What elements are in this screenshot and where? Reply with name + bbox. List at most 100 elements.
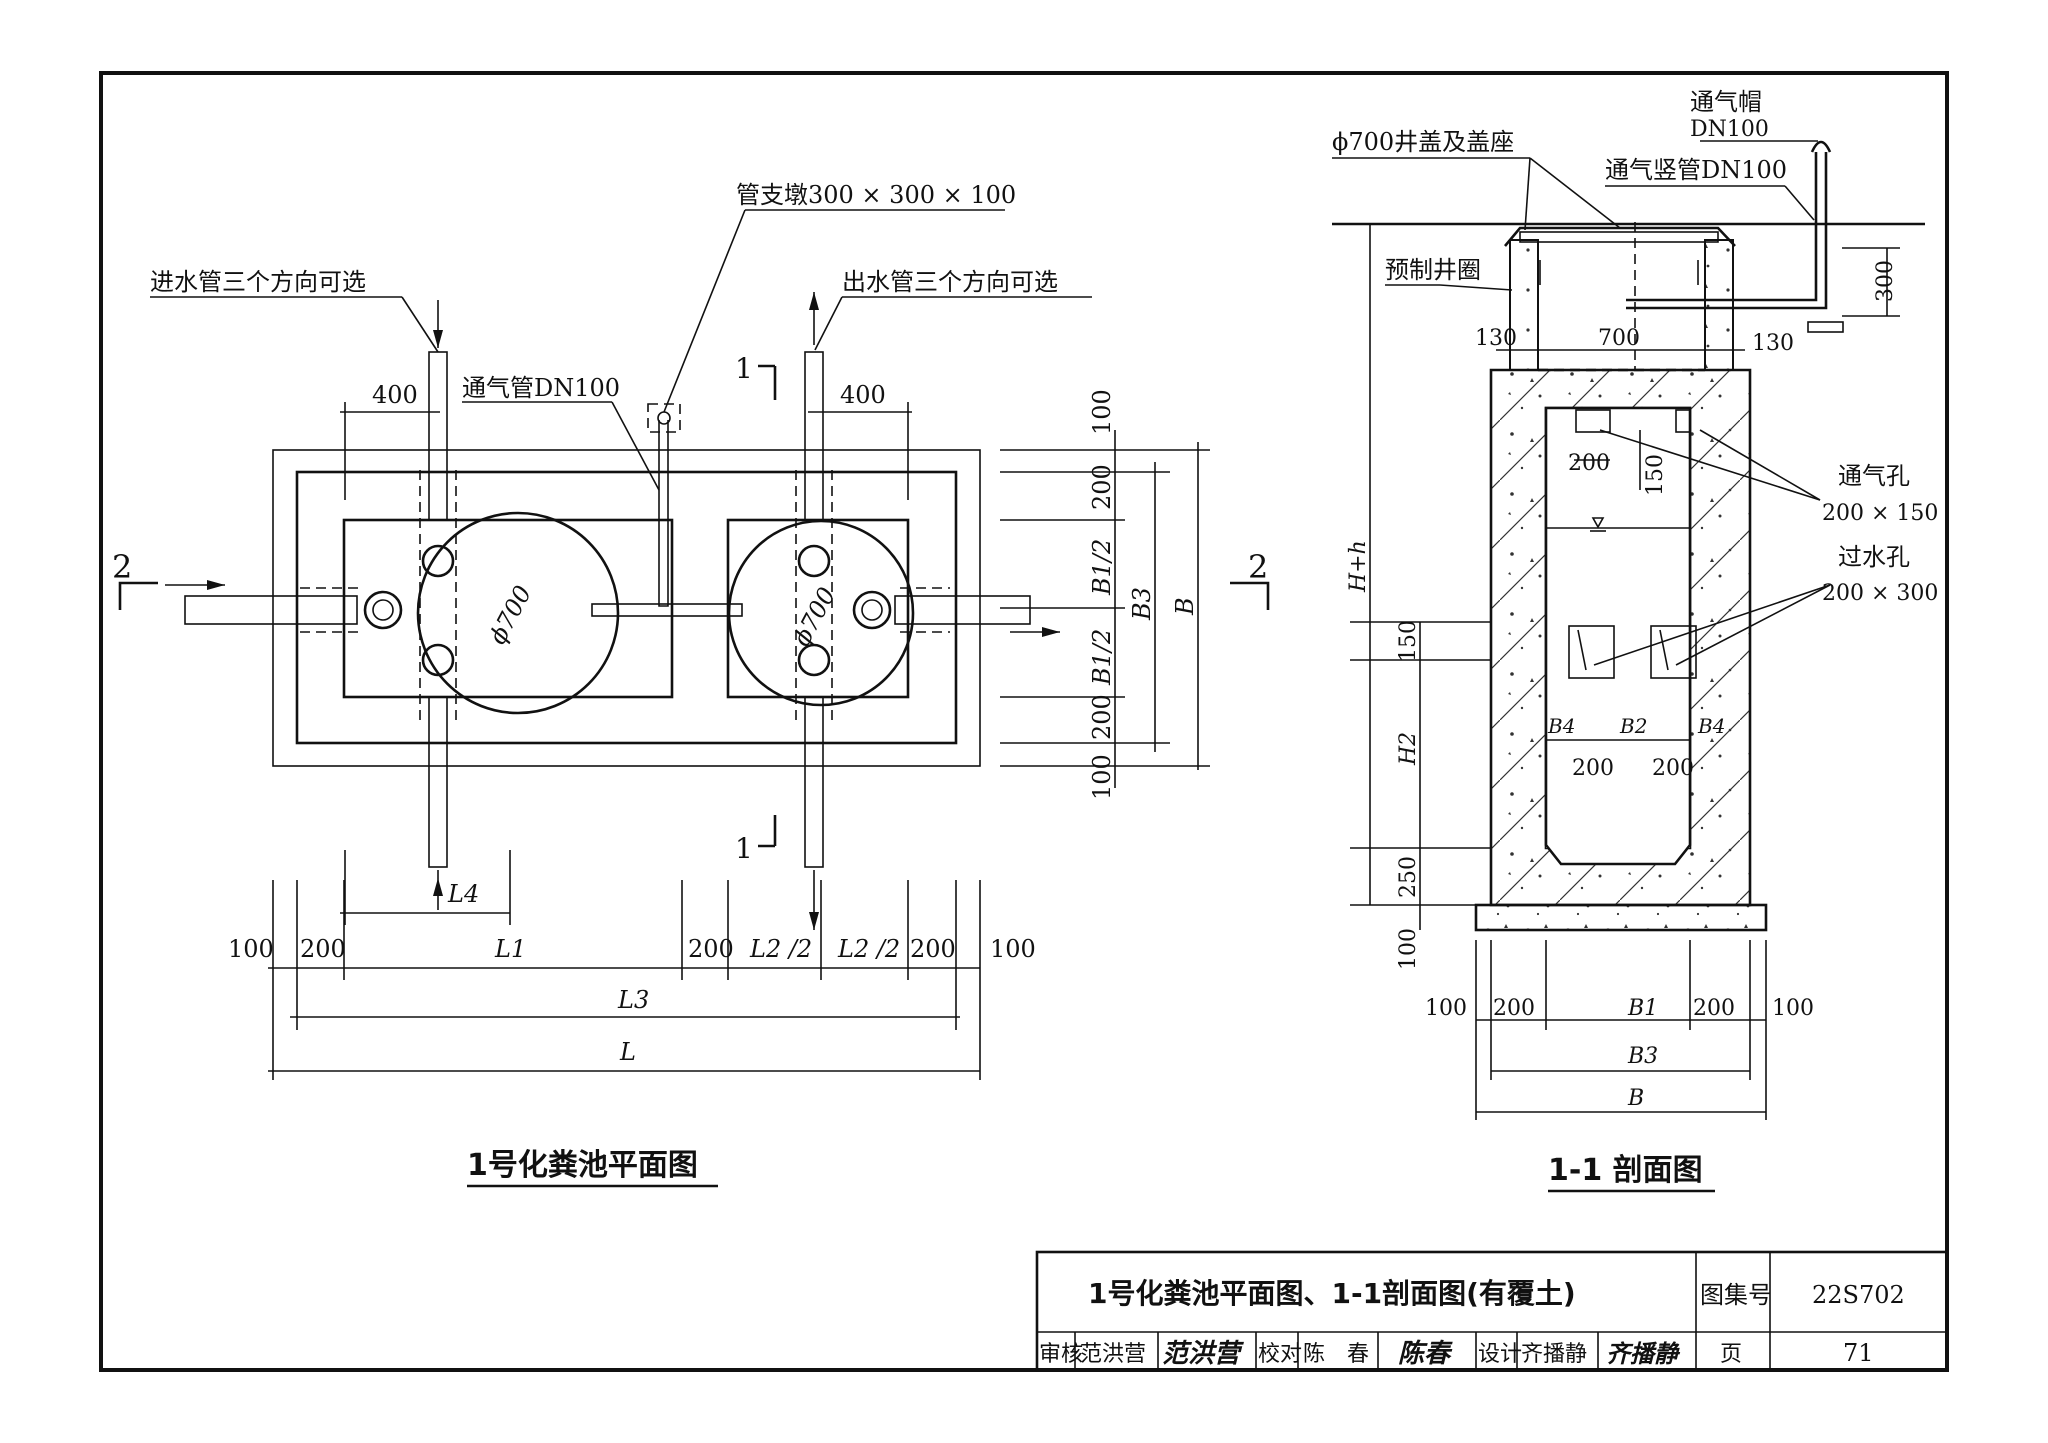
- tank-inner-chamber: [1544, 406, 1692, 866]
- flow-arrows: [165, 292, 1060, 930]
- water-level-icon: [1591, 517, 1605, 529]
- vent-hole-size: 200 × 150: [1822, 501, 1938, 526]
- reviewer-name: 范洪营: [1080, 1342, 1146, 1367]
- vent-hole-right: [1675, 409, 1691, 433]
- dim-l3: L3: [617, 986, 649, 1014]
- bottom-dim-200-mid: 200: [688, 935, 734, 963]
- dim-b2: B2: [1619, 714, 1647, 738]
- ring-wall-right: [1704, 239, 1734, 371]
- tee-bottom-2: [797, 643, 831, 677]
- vent-hole-left: [1575, 409, 1611, 433]
- vent-note: 通气管DN100: [462, 374, 620, 402]
- tee-bottom-1: [421, 643, 455, 677]
- right-dim-100-bottom: 100: [1088, 754, 1116, 800]
- right-dim-b1-half-bottom: B1/2: [1088, 629, 1116, 686]
- bottom-dim-100-left: 100: [228, 935, 274, 963]
- dim-l1: L1: [494, 935, 526, 963]
- section-leaders: [1332, 140, 1831, 666]
- outlet-pipe-vertical-bottom: [804, 696, 824, 868]
- pipe-support-plan: [647, 403, 681, 433]
- plan-dims-bottom: [268, 850, 981, 1080]
- plan-title: 1号化粪池平面图: [467, 1148, 698, 1183]
- atlas-number: 22S702: [1812, 1281, 1905, 1309]
- dim-130-left: 130: [1475, 326, 1517, 351]
- tee-top-2: [797, 544, 831, 578]
- base-dim-b1: B1: [1627, 996, 1658, 1021]
- manhole-cover: [1504, 226, 1736, 247]
- vent-hole-label: 通气孔: [1838, 462, 1910, 490]
- section-view: 通气帽 DN100 ϕ700井盖及盖座 通气竖管DN100 预制井圈 130 7…: [1332, 88, 1938, 1193]
- manhole-circle-1: [416, 511, 620, 715]
- plan-leaders: [150, 209, 1092, 491]
- dim-b4-right: B4: [1697, 714, 1725, 738]
- inlet-tee-1: [363, 590, 403, 630]
- section-markers-plan: [118, 364, 1270, 848]
- sheet-title: 1号化粪池平面图、1-1剖面图(有覆土): [1088, 1277, 1576, 1310]
- base-dim-200-left: 200: [1493, 996, 1535, 1021]
- outlet-pipe-horizontal: [894, 595, 1031, 625]
- section-2-right: 2: [1248, 548, 1268, 586]
- dim-250: 250: [1396, 856, 1421, 898]
- outlet-tee-1: [852, 590, 892, 630]
- sheet-border: [99, 71, 1949, 1372]
- section-1-bottom: 1: [735, 832, 753, 865]
- atlas-label: 图集号: [1700, 1281, 1772, 1309]
- designer-name: 齐播静: [1521, 1342, 1587, 1367]
- plan-dims-top: [340, 402, 912, 500]
- dim-200-vent: 200: [1568, 451, 1610, 476]
- dim-100-base: 100: [1396, 928, 1421, 970]
- dim-400-right: 400: [840, 381, 886, 409]
- dim-200-hole-right: 200: [1652, 756, 1694, 781]
- dim-400-left: 400: [372, 381, 418, 409]
- connecting-pipe: [591, 603, 743, 617]
- vent-riser-pipe: [1626, 152, 1818, 302]
- base-slab: [1474, 903, 1768, 932]
- vent-pipe-plan: [658, 420, 669, 607]
- water-hole-size: 200 × 300: [1822, 581, 1938, 606]
- inlet-pipe-vertical-top: [428, 351, 448, 521]
- right-dim-b3: B3: [1128, 587, 1156, 621]
- review-label: 审核: [1039, 1342, 1083, 1367]
- dim-150-vent: 150: [1643, 454, 1668, 496]
- manhole-circle-2: [727, 519, 915, 707]
- riser-support: [1807, 321, 1844, 333]
- bottom-dim-100-right: 100: [990, 935, 1036, 963]
- dim-700: 700: [1598, 326, 1640, 351]
- vent-cap-label: 通气帽: [1690, 88, 1762, 116]
- riser-label: 通气竖管DN100: [1605, 156, 1787, 184]
- reviewer-signature: 范洪营: [1162, 1339, 1244, 1369]
- check-label: 校对: [1258, 1342, 1302, 1367]
- title-block: 1号化粪池平面图、1-1剖面图(有覆土) 图集号 22S702 审核 范洪营 范…: [1035, 1250, 1949, 1372]
- dim-b4-left: B4: [1547, 714, 1575, 738]
- plan-view: 进水管三个方向可选 出水管三个方向可选 管支墩300 × 300 × 100 通…: [112, 181, 1270, 1188]
- dim-l2-half-b: L2 /2: [837, 935, 900, 963]
- cover-label: ϕ700井盖及盖座: [1332, 128, 1514, 156]
- section-dims: [1350, 224, 1900, 1120]
- outlet-pipe-vertical-top: [804, 351, 824, 521]
- dim-l2-half-a: L2 /2: [749, 935, 812, 963]
- base-dim-100-left: 100: [1425, 996, 1467, 1021]
- base-dim-200-right: 200: [1693, 996, 1735, 1021]
- checker-signature: 陈春: [1398, 1339, 1453, 1369]
- plan-dims-right: [1000, 430, 1210, 788]
- base-dim-b3: B3: [1627, 1044, 1658, 1069]
- right-dim-200-bottom: 200: [1088, 694, 1116, 740]
- inlet-pipe-horizontal: [184, 595, 358, 625]
- inlet-note: 进水管三个方向可选: [150, 268, 366, 296]
- bottom-dim-200-left: 200: [300, 935, 346, 963]
- page-number: 71: [1843, 1339, 1874, 1367]
- base-dim-b: B: [1627, 1086, 1644, 1111]
- right-dim-100-top: 100: [1088, 389, 1116, 435]
- section-title: 1-1 剖面图: [1548, 1153, 1703, 1188]
- dim-l4: L4: [447, 880, 479, 908]
- checker-name: 陈 春: [1303, 1342, 1369, 1367]
- dim-130-right: 130: [1752, 331, 1794, 356]
- section-2-left: 2: [112, 548, 132, 586]
- page-label: 页: [1720, 1342, 1742, 1367]
- design-label: 设计: [1478, 1342, 1522, 1367]
- vent-cap-icon: [1810, 140, 1832, 153]
- water-hole-label: 过水孔: [1838, 543, 1910, 571]
- tee-top-1: [421, 544, 455, 578]
- plan-tank-wall: [295, 470, 958, 745]
- pipe-hidden-lines: [300, 470, 950, 720]
